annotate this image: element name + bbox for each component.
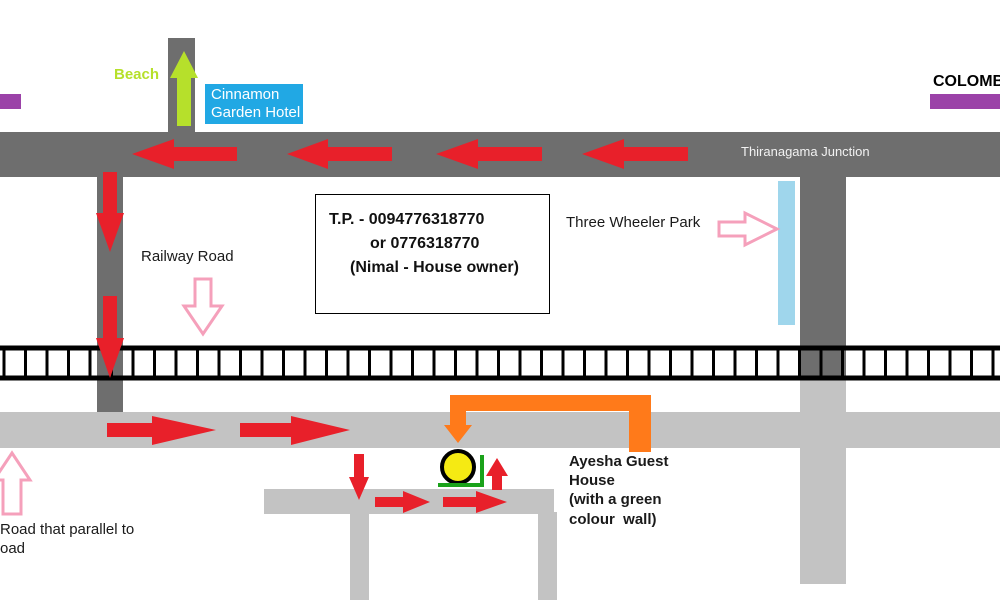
route-arrow-8 [240,416,350,445]
route-arrow-9 [349,454,369,500]
route-arrow-11 [443,491,507,513]
contact-phone-local: or 0776318770 [370,235,480,252]
junction-road [800,175,846,385]
contact-box: T.P. - 0094776318770 or 0776318770 (Nima… [315,194,550,314]
contact-owner: (Nimal - House owner) [350,259,519,276]
guest-house-green-wall [438,455,484,487]
parallel-road-pointer-arrow [0,450,33,516]
railway-track [0,345,1000,381]
side-lane-left [350,512,369,600]
left-boundary-marker [0,94,21,109]
junction-road-lower [800,378,846,584]
hotel-label: Cinnamon Garden Hotel [205,84,303,124]
route-arrow-5 [96,172,124,252]
guest-house-label: Ayesha Guest House (with a green colour … [569,453,669,528]
route-arrow-1 [582,139,688,169]
guest-house-marker [440,449,476,485]
beach-label: Beach [114,66,160,83]
route-arrow-2 [436,139,542,169]
route-arrow-10 [375,491,430,513]
route-arrow-7 [107,416,216,445]
railway-road-pointer-arrow [181,277,225,337]
route-arrow-4 [132,139,237,169]
contact-phone-intl: T.P. - 0094776318770 [329,211,485,228]
three-wheeler-park [778,181,795,325]
junction-label: Thiranagama Junction [741,144,870,159]
side-lane-right [538,512,557,600]
route-arrows [96,139,688,513]
route-arrow-12 [486,458,508,490]
right-boundary-marker [930,94,1000,109]
route-arrow-3 [287,139,392,169]
three-wheeler-park-pointer-arrow [717,210,781,248]
guest-house-pointer-arrow [444,395,651,452]
parallel-road-label: Road that parallel to oad [0,521,135,557]
three-wheeler-park-label: Three Wheeler Park [566,214,701,231]
route-arrow-6 [96,296,124,378]
colombo-label: COLOMB [933,73,1000,90]
beach-arrow [170,51,198,126]
railway-road-label: Railway Road [141,248,234,265]
